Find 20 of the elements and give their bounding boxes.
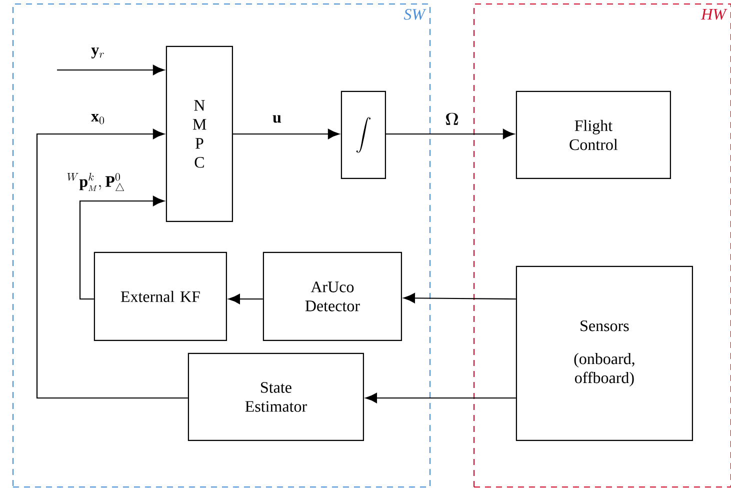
edge-label: $\boldsymbol{\Omega}$ [444, 112, 460, 126]
controller-box: N M P C [166, 46, 233, 222]
arrow [365, 392, 516, 404]
edge-label: $\mathbf{u}$ [272, 114, 282, 124]
edge-label: $\mathbf{y}_r$ [90, 46, 106, 60]
arrow [228, 294, 263, 304]
process-box: Sensors (onboard, offboard) [516, 266, 693, 441]
process-box: ArUco Detector [262, 252, 402, 341]
integrator-box: $\int$ [340, 90, 386, 179]
process-box: State Estimator [188, 352, 364, 441]
arrow [57, 64, 164, 76]
arrow [79, 196, 164, 300]
arrow [233, 128, 340, 140]
arrow [386, 128, 514, 140]
arrow [403, 293, 516, 304]
edge-label: ${}^{W}\mathbf{p}^{k}_{\scriptscriptstyle M},\mathbf{P}^{0}_{\triangle}$ [66, 172, 126, 194]
process-box: External KF [94, 252, 227, 341]
edge-label: $\mathbf{x}_0$ [90, 113, 106, 125]
process-box: Flight Control [516, 90, 671, 179]
arrow [36, 128, 188, 399]
